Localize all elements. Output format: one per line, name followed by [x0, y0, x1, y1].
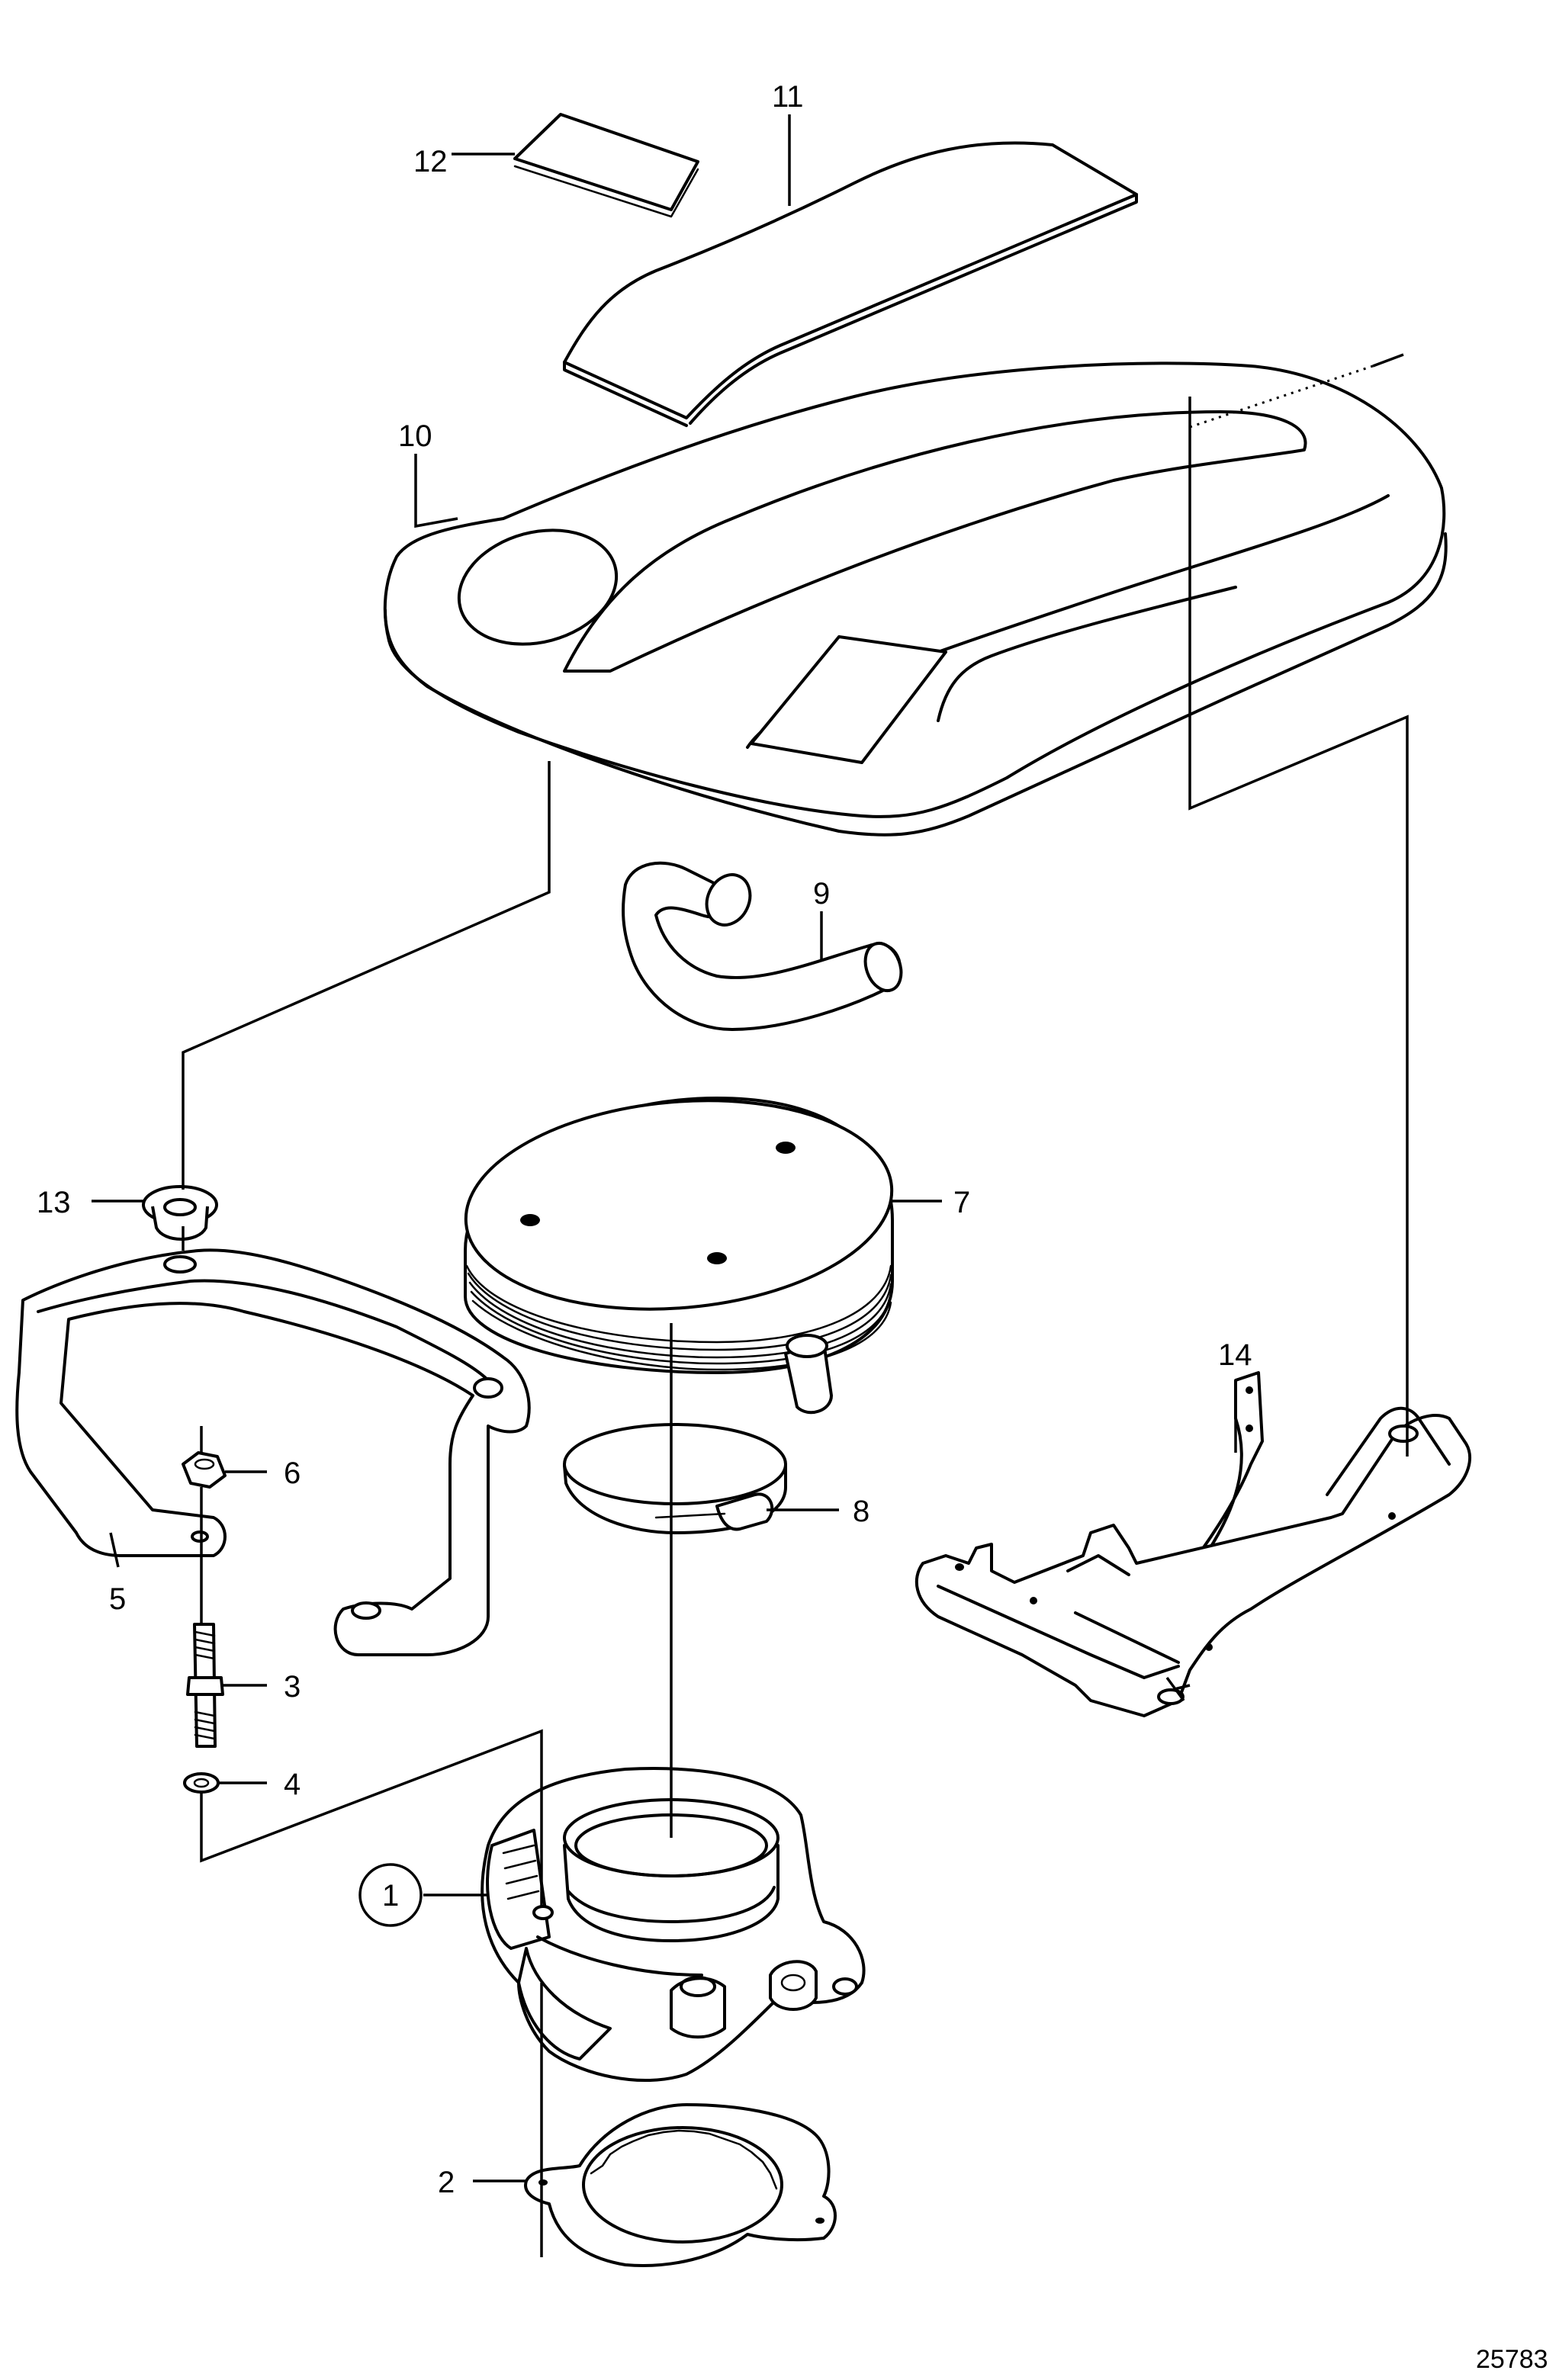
callout-1: 1: [382, 1879, 399, 1913]
callout-6: 6: [284, 1457, 301, 1490]
part-7-air-filter: [464, 1097, 894, 1415]
part-4-washer: [183, 1772, 220, 1794]
callout-14: 14: [1218, 1338, 1252, 1372]
part-9-hose: [622, 861, 903, 1031]
part-8-hose-clamp: [563, 1423, 787, 1534]
document-number: 25783: [1476, 2345, 1548, 2374]
callout-labels: 12 11 10 9 7 8 13 6 5 3 4 1 2 14: [37, 80, 1252, 2199]
part-1-throttle-body: [481, 1767, 866, 2083]
part-2-gasket: [524, 2103, 837, 2267]
part-11-cover-panel: [563, 141, 1138, 427]
part-14-bracket-assembly: [915, 1371, 1472, 1717]
part-10-engine-cover: [383, 361, 1448, 837]
callout-13: 13: [37, 1186, 71, 1219]
callout-2: 2: [438, 2166, 455, 2199]
part-12-label-sticker: [513, 113, 699, 218]
callout-7: 7: [953, 1186, 970, 1219]
callout-1-circle: [358, 1863, 423, 1927]
callout-3: 3: [284, 1670, 301, 1704]
leader-lines: [92, 114, 1237, 2182]
callout-12: 12: [413, 145, 448, 178]
callout-5: 5: [109, 1582, 126, 1616]
callout-4: 4: [284, 1768, 301, 1801]
callout-9: 9: [813, 877, 830, 911]
callout-10: 10: [398, 419, 432, 453]
part-3-stud: [186, 1623, 224, 1748]
part-6-nut: [182, 1451, 227, 1489]
callout-11: 11: [772, 80, 804, 114]
part-5-bracket: [15, 1248, 531, 1656]
part-13-grommet: [142, 1185, 218, 1241]
callout-8: 8: [853, 1495, 870, 1528]
assembly-lines: [182, 353, 1409, 2257]
